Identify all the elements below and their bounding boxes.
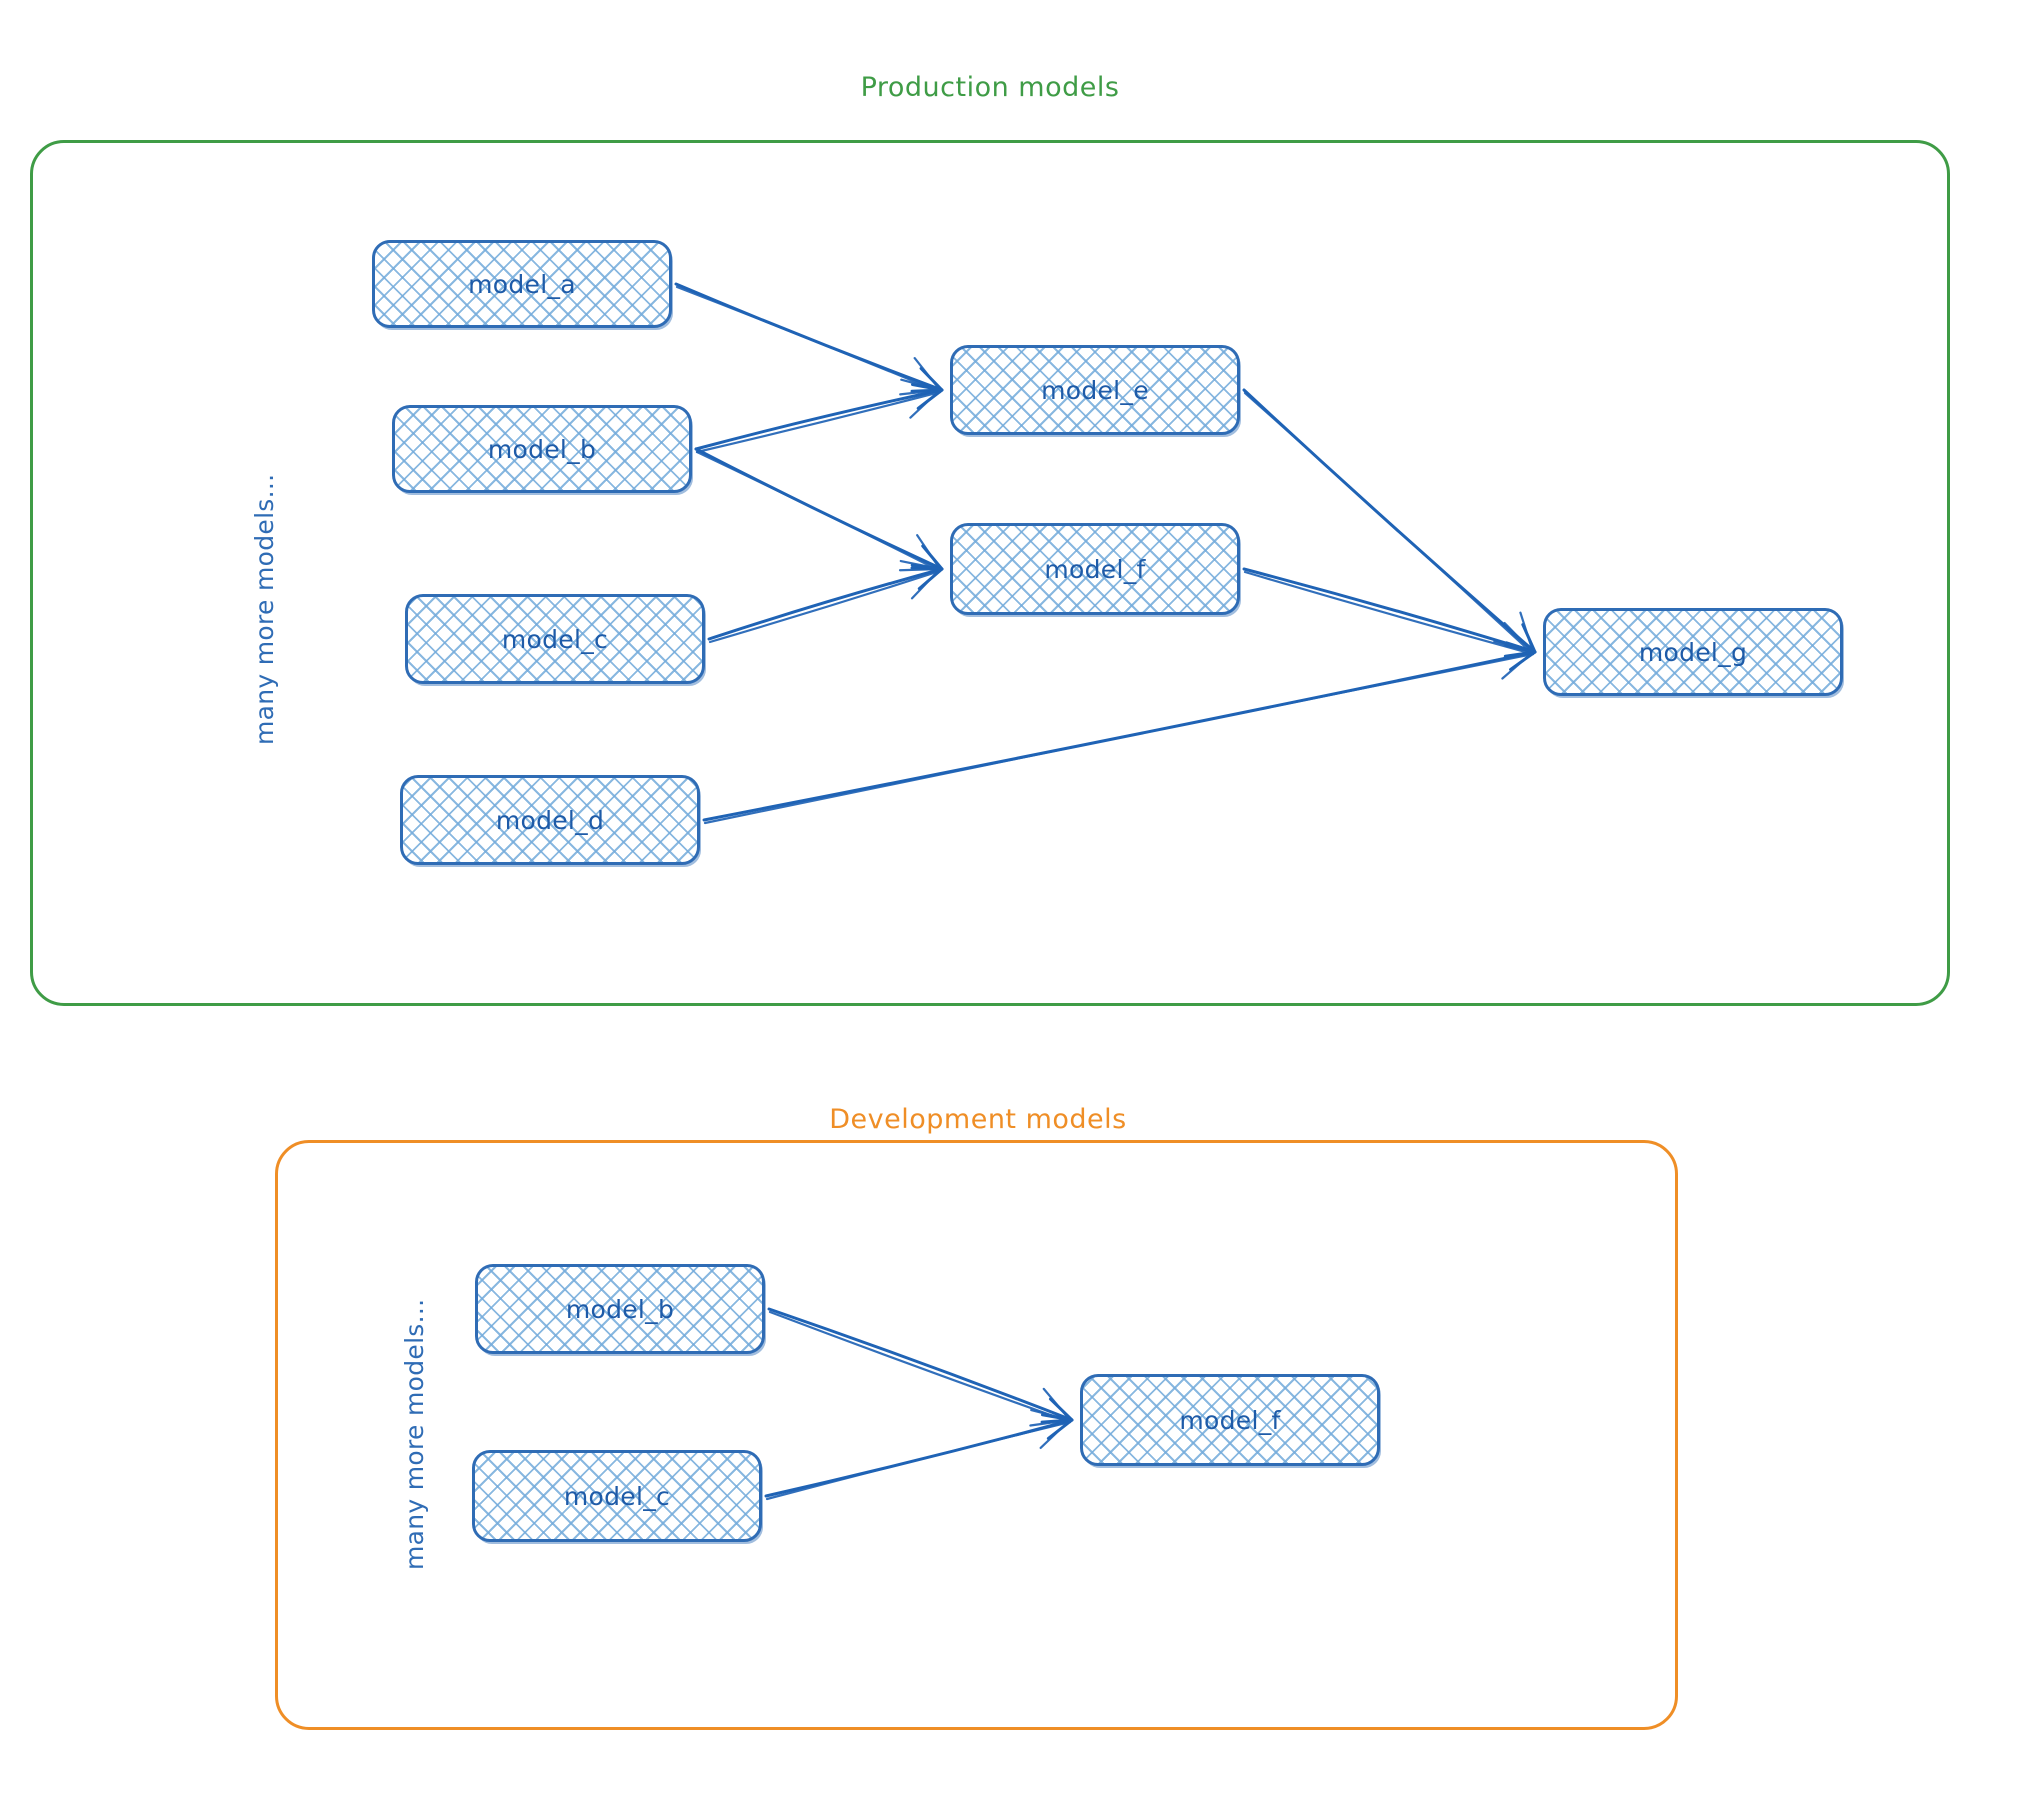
model-node-model-f-production[interactable]: model_f xyxy=(950,523,1240,615)
production-side-label: many more models... xyxy=(250,473,279,745)
model-node-label: model_f xyxy=(1044,554,1146,584)
model-node-model-f-development[interactable]: model_f xyxy=(1080,1374,1380,1466)
model-node-label: model_b xyxy=(565,1294,675,1324)
model-node-model-b-production[interactable]: model_b xyxy=(392,405,692,493)
development-side-label: many more models... xyxy=(400,1298,429,1570)
model-node-label: model_d xyxy=(495,805,605,835)
model-node-model-a-production[interactable]: model_a xyxy=(372,240,672,328)
group-production xyxy=(30,140,1950,1006)
group-production-title: Production models xyxy=(860,72,1120,103)
model-node-model-b-development[interactable]: model_b xyxy=(475,1264,765,1354)
model-node-label: model_c xyxy=(501,624,609,654)
model-node-model-e-production[interactable]: model_e xyxy=(950,345,1240,435)
model-node-label: model_b xyxy=(487,434,597,464)
model-node-label: model_a xyxy=(468,269,576,299)
model-node-model-d-production[interactable]: model_d xyxy=(400,775,700,865)
model-node-label: model_e xyxy=(1041,375,1149,405)
model-node-label: model_g xyxy=(1638,637,1748,667)
group-development-title: Development models xyxy=(829,1104,1127,1135)
model-node-label: model_c xyxy=(563,1481,671,1511)
model-node-model-c-production[interactable]: model_c xyxy=(405,594,705,684)
model-node-model-c-development[interactable]: model_c xyxy=(472,1450,762,1542)
model-node-label: model_f xyxy=(1179,1405,1281,1435)
group-development xyxy=(275,1140,1678,1730)
model-node-model-g-production[interactable]: model_g xyxy=(1543,608,1843,696)
